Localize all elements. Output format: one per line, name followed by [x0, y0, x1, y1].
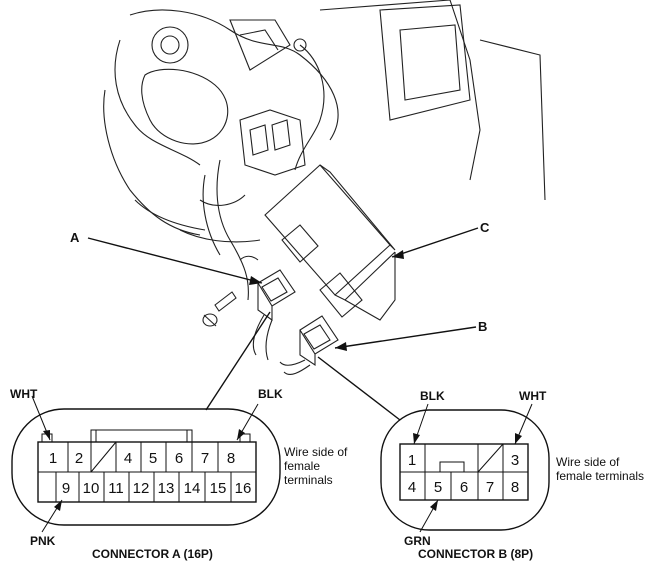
conn-b-note-line1: Wire side of	[556, 455, 620, 469]
callout-c-label: C	[480, 220, 490, 235]
connector-a: 1 2 4 5 6 7 8 9 10 11 12 13 14 15 16	[11, 395, 281, 533]
conn-b-pin-6: 6	[460, 479, 468, 496]
conn-a-pin-5: 5	[149, 450, 157, 467]
callout-b-label: B	[478, 319, 487, 334]
conn-b-pin-4: 4	[408, 479, 416, 496]
conn-b-pin-7: 7	[486, 479, 494, 496]
conn-a-pin-9: 9	[62, 480, 70, 497]
conn-a-caption: CONNECTOR A (16P)	[92, 547, 213, 561]
conn-a-note-line2: female	[284, 459, 320, 473]
conn-b-note-line2: female terminals	[556, 469, 644, 483]
conn-a-wire-blk: BLK	[258, 387, 283, 401]
callout-a-label: A	[70, 230, 80, 245]
conn-a-pin-1: 1	[49, 450, 57, 467]
conn-b-pin-8: 8	[511, 479, 519, 496]
conn-b-pin-1: 1	[408, 452, 416, 469]
conn-a-pin-4: 4	[124, 450, 132, 467]
conn-b-wire-blk: BLK	[420, 389, 445, 403]
conn-a-wire-wht: WHT	[10, 387, 38, 401]
conn-b-pin-5: 5	[434, 479, 442, 496]
conn-a-pin-13: 13	[158, 480, 175, 497]
conn-b-wire-wht: WHT	[519, 389, 547, 403]
conn-a-pin-10: 10	[83, 480, 100, 497]
conn-b-wire-grn: GRN	[404, 534, 431, 548]
conn-a-note-line1: Wire side of	[284, 445, 348, 459]
conn-a-pin-11: 11	[108, 480, 124, 497]
engine-illustration	[103, 0, 546, 375]
conn-a-pin-14: 14	[184, 480, 201, 497]
conn-a-wire-pnk: PNK	[30, 534, 56, 548]
conn-a-pin-16: 16	[235, 480, 252, 497]
conn-a-pin-15: 15	[210, 480, 227, 497]
conn-b-caption: CONNECTOR B (8P)	[418, 547, 533, 561]
conn-a-pin-8: 8	[227, 450, 235, 467]
conn-b-pin-3: 3	[511, 452, 519, 469]
conn-a-pin-7: 7	[201, 450, 209, 467]
conn-a-pin-2: 2	[75, 450, 83, 467]
conn-a-pin-6: 6	[175, 450, 183, 467]
connector-b: 1 3 4 5 6 7 8	[380, 403, 550, 533]
leader-lines	[87, 227, 479, 421]
conn-a-note-line3: terminals	[284, 473, 333, 487]
conn-a-pin-12: 12	[133, 480, 150, 497]
